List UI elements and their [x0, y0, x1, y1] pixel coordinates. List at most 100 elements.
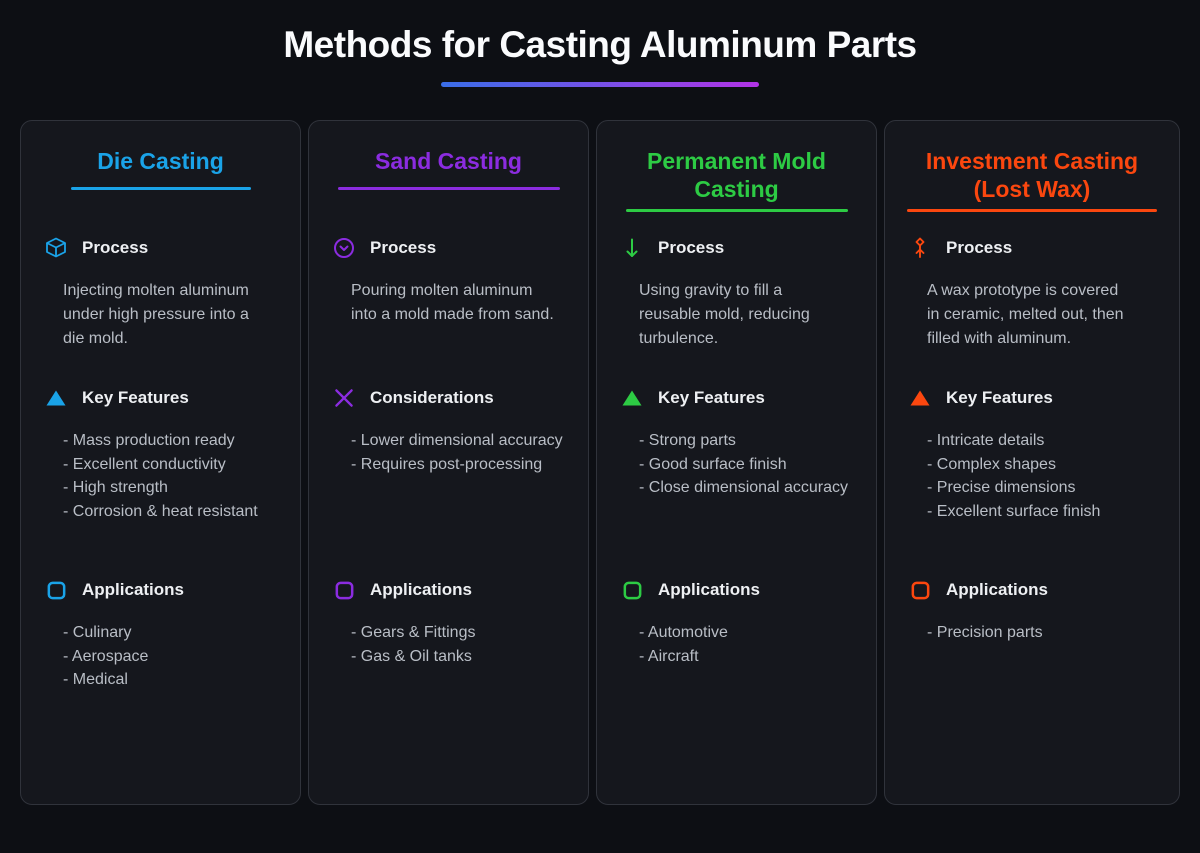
consideration-list: - Lower dimensional accuracy - Requires …: [331, 429, 566, 476]
list-item: - Corrosion & heat resistant: [63, 502, 258, 520]
process-section: Process A wax prototype is covered in ce…: [907, 235, 1157, 385]
card-title-block: Investment Casting (Lost Wax): [907, 147, 1157, 235]
section-head: Key Features: [907, 385, 1157, 411]
process-section: Process Using gravity to fill a reusable…: [619, 235, 854, 385]
applications-section: Applications - Gears & Fittings - Gas & …: [331, 577, 566, 778]
card-title-underline: [625, 209, 848, 212]
list-item: - Aircraft: [639, 647, 699, 665]
list-item: - Precision parts: [927, 624, 1043, 641]
section-heading: Key Features: [658, 388, 765, 407]
card-title-underline: [70, 187, 251, 190]
section-head: Applications: [43, 577, 278, 603]
card-title: Investment Casting (Lost Wax): [925, 148, 1139, 202]
cards-row: Die Casting Process Injecting molten alu…: [20, 120, 1180, 805]
process-text: Using gravity to fill a reusable mold, r…: [639, 282, 810, 347]
section-head: Process: [331, 235, 566, 261]
card-investment-casting: Investment Casting (Lost Wax) Process A …: [884, 120, 1180, 805]
section-head: Process: [43, 235, 278, 261]
section-head: Applications: [619, 577, 854, 603]
list-item: - Close dimensional accuracy: [639, 479, 848, 496]
list-item: - Good surface finish: [639, 455, 787, 473]
list-item: - Lower dimensional accuracy: [351, 432, 563, 449]
card-title: Sand Casting: [375, 148, 522, 174]
square-icon: [907, 577, 933, 603]
applications-section: Applications - Culinary - Aerospace - Me…: [43, 577, 278, 778]
section-heading: Applications: [946, 580, 1049, 599]
section-head: Applications: [907, 577, 1157, 603]
list-item: - Gears & Fittings: [351, 624, 476, 641]
square-icon: [619, 577, 645, 603]
considerations-section: Considerations - Lower dimensional accur…: [331, 385, 566, 577]
section-heading: Considerations: [370, 388, 494, 407]
section-head: Process: [907, 235, 1157, 261]
section-heading: Key Features: [82, 388, 189, 407]
square-icon: [43, 577, 69, 603]
key-features-section: Key Features - Strong parts - Good surfa…: [619, 385, 854, 577]
section-heading: Process: [946, 238, 1013, 257]
section-heading: Process: [370, 238, 437, 257]
list-item: - Aerospace: [63, 647, 149, 665]
card-permanent-mold-casting: Permanent Mold Casting Process Using gra…: [596, 120, 877, 805]
list-item: - Medical: [63, 671, 128, 688]
chevron-down-circle-icon: [331, 235, 357, 261]
application-list: - Culinary - Aerospace - Medical: [43, 621, 278, 692]
process-section: Process Pouring molten aluminum into a m…: [331, 235, 566, 385]
applications-section: Applications - Precision parts: [907, 577, 1157, 778]
list-item: - Excellent conductivity: [63, 455, 226, 473]
card-title-underline: [907, 209, 1157, 212]
section-heading: Key Features: [946, 388, 1053, 407]
list-item: - Mass production ready: [63, 432, 235, 449]
list-item: - Automotive: [639, 624, 728, 641]
diamond-stake-icon: [907, 235, 933, 261]
list-item: - Excellent surface finish: [927, 502, 1101, 520]
triangle-icon: [43, 385, 69, 411]
triangle-icon: [907, 385, 933, 411]
section-heading: Applications: [370, 580, 473, 599]
list-item: - Culinary: [63, 624, 132, 641]
title-underline-bar: [441, 82, 759, 87]
list-item: - Precise dimensions: [927, 479, 1076, 496]
card-die-casting: Die Casting Process Injecting molten alu…: [20, 120, 301, 805]
list-item: - Requires post-processing: [351, 455, 543, 473]
list-item: - Intricate details: [927, 432, 1045, 449]
list-item: - Complex shapes: [927, 455, 1056, 473]
cube-icon: [43, 235, 69, 261]
section-heading: Process: [82, 238, 149, 257]
process-text: A wax prototype is covered in ceramic, m…: [927, 282, 1124, 347]
process-text: Pouring molten aluminum into a mold made…: [351, 282, 554, 323]
feature-list: - Strong parts - Good surface finish - C…: [619, 429, 854, 500]
list-item: - Gas & Oil tanks: [351, 647, 472, 665]
applications-section: Applications - Automotive - Aircraft: [619, 577, 854, 778]
card-title-block: Die Casting: [43, 147, 278, 235]
section-heading: Applications: [82, 580, 185, 599]
key-features-section: Key Features - Mass production ready - E…: [43, 385, 278, 577]
section-head: Key Features: [619, 385, 854, 411]
card-title-block: Permanent Mold Casting: [619, 147, 854, 235]
square-icon: [331, 577, 357, 603]
card-sand-casting: Sand Casting Process Pouring molten alum…: [308, 120, 589, 805]
process-text: Injecting molten aluminum under high pre…: [63, 282, 249, 347]
section-heading: Process: [658, 238, 725, 257]
card-title-block: Sand Casting: [331, 147, 566, 235]
card-title-underline: [337, 187, 560, 190]
card-title: Die Casting: [97, 148, 224, 174]
section-head: Considerations: [331, 385, 566, 411]
section-head: Applications: [331, 577, 566, 603]
list-item: - Strong parts: [639, 432, 736, 449]
triangle-icon: [619, 385, 645, 411]
key-features-section: Key Features - Intricate details - Compl…: [907, 385, 1157, 577]
arrow-down-icon: [619, 235, 645, 261]
section-head: Key Features: [43, 385, 278, 411]
feature-list: - Mass production ready - Excellent cond…: [43, 429, 278, 523]
page-title: Methods for Casting Aluminum Parts: [283, 24, 917, 65]
feature-list: - Intricate details - Complex shapes - P…: [907, 429, 1157, 523]
process-section: Process Injecting molten aluminum under …: [43, 235, 278, 385]
card-title: Permanent Mold Casting: [647, 148, 826, 202]
application-list: - Gears & Fittings - Gas & Oil tanks: [331, 621, 566, 668]
list-item: - High strength: [63, 479, 168, 496]
application-list: - Automotive - Aircraft: [619, 621, 854, 668]
x-icon: [331, 385, 357, 411]
section-head: Process: [619, 235, 854, 261]
application-list: - Precision parts: [907, 621, 1157, 645]
